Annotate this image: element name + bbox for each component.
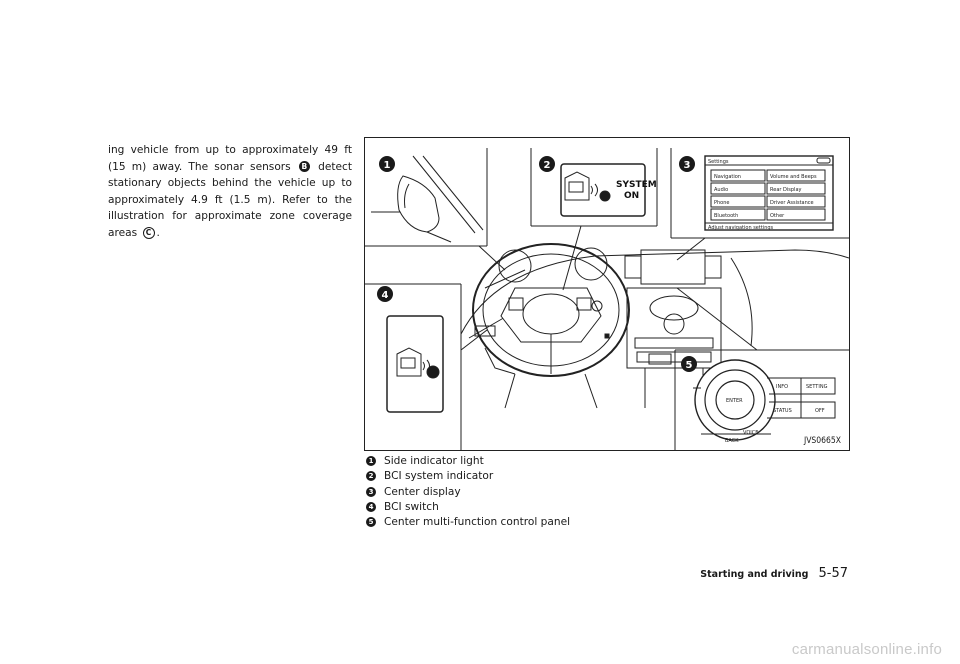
caption-badge: 2 — [366, 471, 376, 482]
system-on-line1: SYSTEM — [616, 180, 657, 190]
caption-item: 4 BCI switch — [366, 500, 570, 515]
svg-text:Volume and Beeps: Volume and Beeps — [770, 174, 817, 180]
svg-text:STATUS: STATUS — [773, 408, 792, 414]
caption-badge: 3 — [366, 486, 376, 497]
caption-text: BCI system indicator — [384, 470, 494, 483]
svg-text:Navigation: Navigation — [714, 174, 741, 180]
svg-text:3: 3 — [684, 160, 691, 171]
svg-text:4: 4 — [382, 290, 389, 301]
svg-text:INFO: INFO — [776, 384, 788, 390]
callout-4-badge: 4 — [377, 286, 393, 302]
watermark: carmanualsonline.info — [791, 641, 942, 658]
display-labels: Settings Navigation Audio Phone Bluetoot… — [708, 159, 817, 231]
section-title: Starting and driving — [700, 569, 809, 580]
inset-center-display — [670, 148, 849, 239]
svg-text:BACK: BACK — [725, 438, 739, 444]
svg-text:SETTING: SETTING — [806, 384, 828, 390]
inset-bci-switch — [365, 283, 462, 450]
inset-control-panel — [674, 349, 849, 450]
svg-text:5: 5 — [686, 360, 693, 371]
svg-text:Other: Other — [770, 213, 785, 219]
svg-text:Settings: Settings — [708, 159, 729, 165]
dashboard — [460, 243, 849, 409]
callout-1-badge: 1 — [379, 156, 395, 172]
caption-item: 3 Center display — [366, 485, 570, 500]
figure-code: JVS0665X — [803, 436, 841, 446]
callout-5-badge: 5 — [681, 356, 697, 372]
caption-text: Center display — [384, 485, 461, 498]
caption-item: 5 Center multi-function control panel — [366, 515, 570, 530]
caption-item: 2 BCI system indicator — [366, 469, 570, 484]
bci-illustration: 1 SYSTEM ON 2 — [364, 137, 850, 451]
caption-badge: 4 — [366, 501, 376, 512]
callout-2-badge: 2 — [539, 156, 555, 172]
svg-text:VOICE: VOICE — [743, 430, 758, 436]
caption-item: 1 Side indicator light — [366, 454, 570, 469]
svg-text:1: 1 — [384, 160, 391, 171]
caption-list: 1 Side indicator light 2 BCI system indica… — [366, 454, 570, 530]
dashboard-drawing: 1 SYSTEM ON 2 — [365, 148, 849, 450]
svg-text:Phone: Phone — [714, 200, 730, 206]
svg-text:Adjust navigation settings: Adjust navigation settings — [708, 225, 774, 231]
svg-text:2: 2 — [544, 160, 551, 171]
badge-c: C — [142, 226, 155, 239]
caption-text: BCI switch — [384, 500, 439, 513]
callout-3-badge: 3 — [679, 156, 695, 172]
svg-text:OFF: OFF — [815, 408, 825, 414]
svg-text:Driver Assistance: Driver Assistance — [770, 200, 814, 206]
body-paragraph: ing vehicle from up to approximately 49 … — [108, 142, 352, 241]
paragraph-text: . — [156, 226, 160, 239]
badge-b: B — [298, 160, 310, 172]
svg-text:ENTER: ENTER — [726, 398, 743, 404]
page-footer: Starting and driving 5-57 — [700, 566, 848, 581]
panel-labels: INFO SETTING STATUS OFF BACK VOICE ENTER — [725, 384, 828, 444]
svg-text:Bluetooth: Bluetooth — [714, 213, 738, 219]
pointer-lines — [460, 225, 758, 351]
caption-badge: 5 — [366, 517, 376, 528]
caption-badge: 1 — [366, 456, 376, 466]
svg-text:Audio: Audio — [714, 187, 728, 193]
inset-bci-indicator — [530, 148, 658, 227]
inset-side-mirror — [365, 148, 488, 247]
caption-text: Side indicator light — [384, 455, 484, 467]
system-on-line2: ON — [624, 191, 639, 201]
page-number: 5-57 — [818, 566, 848, 581]
svg-text:Rear Display: Rear Display — [770, 187, 802, 193]
paragraph-text: detect stationary objects behind the veh… — [108, 160, 352, 239]
caption-text: Center multi-function control panel — [384, 516, 571, 529]
paragraph-text: ing vehicle from up to approximately 49 … — [108, 144, 352, 173]
